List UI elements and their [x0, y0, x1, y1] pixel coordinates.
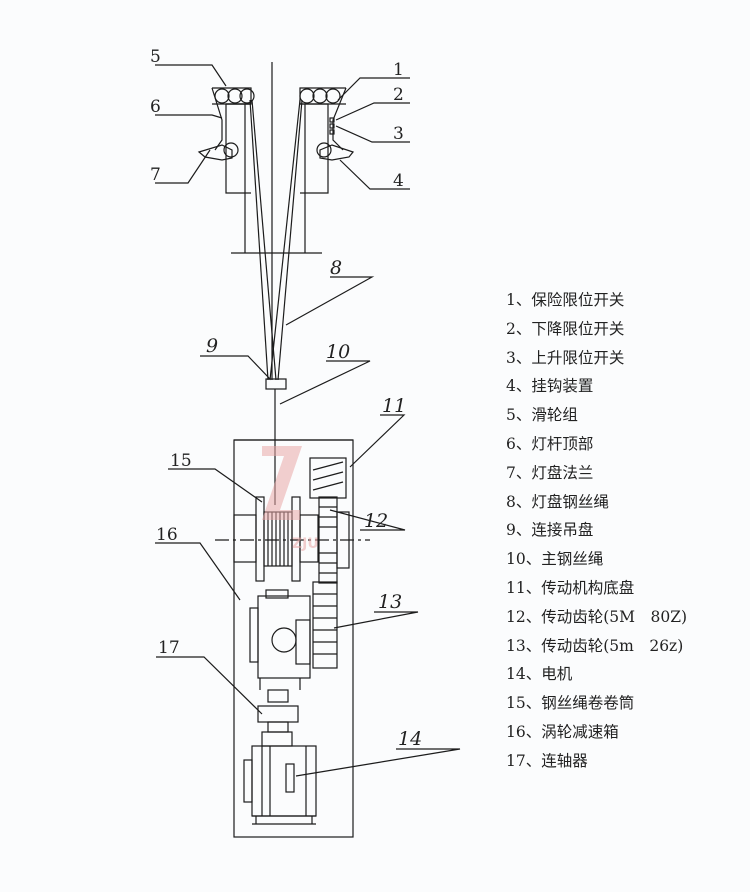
coupling: [257, 689, 299, 733]
legend-item: 15、钢丝绳卷卷筒: [506, 694, 635, 713]
legend-item: 10、主钢丝绳: [506, 550, 604, 569]
legend-item: 9、连接吊盘: [506, 521, 594, 540]
callout-16: 16: [156, 525, 178, 545]
legend-item: 11、传动机构底盘: [506, 578, 635, 597]
callout-2: 2: [393, 85, 404, 105]
legend-item: 7、灯盘法兰: [506, 463, 594, 482]
legend-item: 12、传动齿轮(5M 80Z): [506, 607, 688, 626]
legend-item: 4、挂钩装置: [506, 377, 594, 396]
callout-9: 9: [206, 335, 218, 357]
pole-top-assembly: [197, 87, 355, 194]
svg-text:ZJU: ZJU: [292, 536, 319, 552]
callout-4: 4: [393, 171, 404, 191]
worm-gear-reducer: [249, 589, 311, 690]
callout-8: 8: [330, 257, 342, 279]
legend-item: 6、灯杆顶部: [506, 434, 594, 453]
hook-device: [223, 142, 332, 158]
callout-1: 1: [393, 60, 404, 80]
callout-7: 7: [150, 165, 161, 185]
transmission-base-frame: [233, 439, 354, 838]
callout-13: 13: [378, 591, 402, 613]
callout-11: 11: [382, 395, 406, 417]
component-legend: 1、保险限位开关 2、下降限位开关 3、上升限位开关 4、挂钩装置 5、滑轮组 6、灯杆顶…: [506, 286, 687, 776]
legend-item: 13、传动齿轮(5m 26z): [506, 636, 684, 655]
lamp-panel-wire-rope: [249, 99, 303, 381]
callout-10: 10: [326, 341, 350, 363]
leader-lines: [155, 64, 461, 777]
legend-item: 5、滑轮组: [506, 406, 578, 425]
legend-item: 2、下降限位开关: [506, 319, 625, 338]
motor: [243, 731, 317, 825]
legend-item: 8、灯盘钢丝绳: [506, 492, 609, 511]
legend-item: 17、连轴器: [506, 751, 588, 770]
limit-switches: [329, 117, 335, 135]
wire-rope-drum: [233, 496, 319, 582]
legend-item: 3、上升限位开关: [506, 348, 625, 367]
legend-item: 1、保险限位开关: [506, 291, 625, 309]
legend-item: 16、涡轮减速箱: [506, 722, 619, 741]
callout-6: 6: [150, 97, 161, 117]
callout-5: 5: [150, 47, 161, 67]
legend-item: 14、电机: [506, 665, 573, 684]
drive-gear-26z: [312, 581, 338, 669]
zju-watermark: ZJU: [262, 446, 319, 552]
pulley-group: [214, 88, 341, 104]
drive-gear-80z: [318, 496, 350, 584]
callout-3: 3: [393, 124, 404, 144]
callout-15: 15: [170, 451, 192, 471]
gear-housing: [309, 457, 347, 499]
callout-17: 17: [158, 638, 180, 658]
callout-14: 14: [398, 728, 422, 750]
callout-12: 12: [364, 510, 388, 532]
connecting-disc: [265, 378, 287, 390]
